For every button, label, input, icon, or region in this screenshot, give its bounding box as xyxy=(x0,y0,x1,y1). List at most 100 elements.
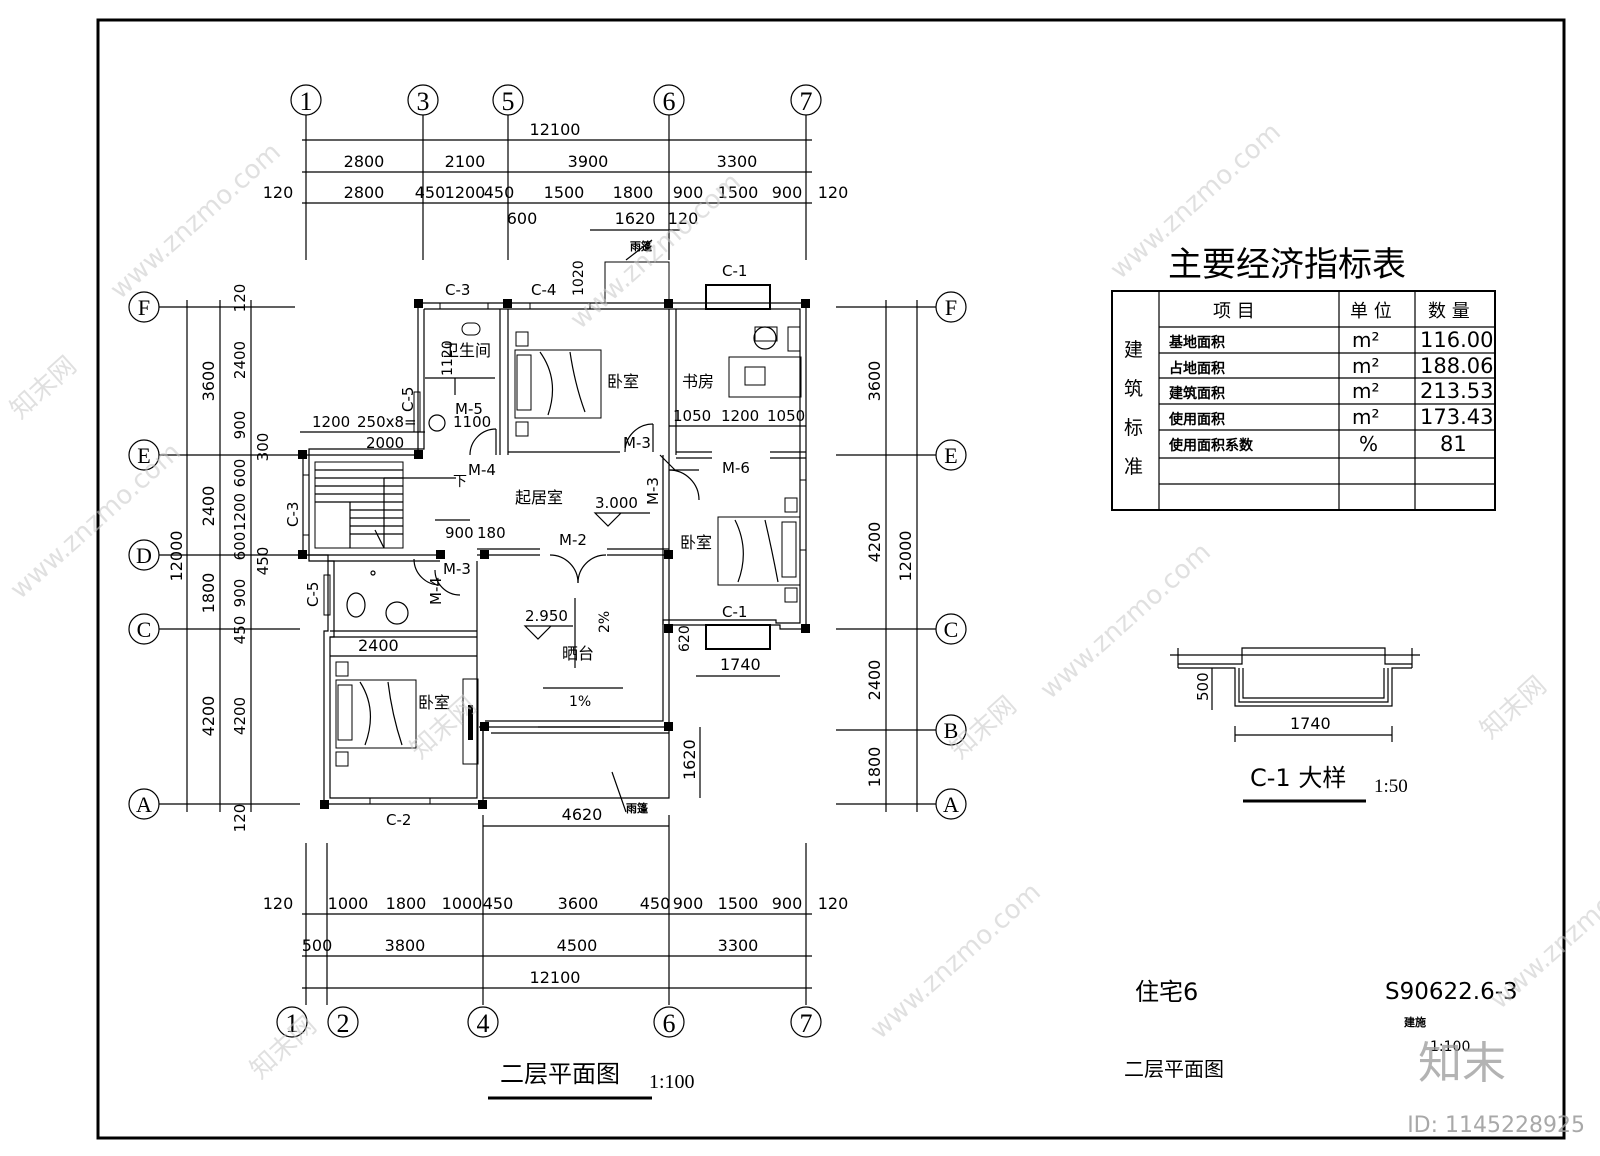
svg-text:2000: 2000 xyxy=(366,434,404,452)
svg-text:www.znzmo.com: www.znzmo.com xyxy=(5,437,187,605)
window-c3-label: C-3 xyxy=(445,281,470,299)
window-c5-bot-label: C-5 xyxy=(304,582,322,607)
room-living: 起居室 xyxy=(515,488,563,507)
sheet-border xyxy=(96,18,1566,1140)
svg-text:4500: 4500 xyxy=(557,936,598,955)
sheet-name: 二层平面图 xyxy=(1124,1057,1224,1081)
svg-text:C: C xyxy=(137,617,152,642)
axis-bubbles-right: F E C B A xyxy=(935,291,967,820)
axis-bubble-4-bottom: 4 xyxy=(467,1006,499,1038)
svg-text:m²: m² xyxy=(1352,379,1380,403)
windows xyxy=(302,261,807,805)
svg-text:C: C xyxy=(944,617,959,642)
table-row: 基地面积 m² 116.00 xyxy=(1169,328,1493,352)
table-row: 使用面积系数 % 81 xyxy=(1168,432,1467,456)
window-c1-top-label: C-1 xyxy=(722,262,747,280)
door-m3-c-label: M-3 xyxy=(443,560,471,578)
svg-text:900: 900 xyxy=(772,183,803,202)
svg-text:4620: 4620 xyxy=(562,805,603,824)
svg-text:1050: 1050 xyxy=(673,407,711,425)
svg-text:450: 450 xyxy=(483,894,514,913)
room-bathroom: 卫生间 xyxy=(443,341,491,360)
svg-text:1100: 1100 xyxy=(453,413,491,431)
svg-text:1740: 1740 xyxy=(720,655,761,674)
plan-scale: 1:100 xyxy=(649,1071,695,1093)
svg-text:600: 600 xyxy=(507,209,538,228)
axis-bubble-A-right: A xyxy=(935,788,967,820)
brand-logo: 知末 xyxy=(1418,1038,1506,1089)
svg-text:500: 500 xyxy=(302,936,333,955)
svg-text:1120: 1120 xyxy=(440,340,456,376)
svg-text:12000: 12000 xyxy=(896,531,915,582)
svg-text:3600: 3600 xyxy=(558,894,599,913)
svg-text:450: 450 xyxy=(254,547,272,576)
svg-text:81: 81 xyxy=(1440,432,1467,456)
c1-detail: 500 1740 C-1 大样 1:50 xyxy=(1170,647,1420,803)
window-c4-label: C-4 xyxy=(531,281,556,299)
elevation-living: 3.000 xyxy=(595,494,638,512)
header-item: 项 目 xyxy=(1213,301,1255,322)
dimensions-top: 12100 2800 2100 3900 3300 120 2800 450 1… xyxy=(263,115,849,260)
axis-bubble-E-right: E xyxy=(935,439,967,471)
door-m5-label: M-5 xyxy=(455,400,483,418)
svg-text:900: 900 xyxy=(673,894,704,913)
svg-text:2%: 2% xyxy=(597,611,613,633)
svg-text:雨篷: 雨篷 xyxy=(630,239,653,253)
svg-text:900: 900 xyxy=(231,411,249,440)
dimensions-bottom: 4620 120 1000 1800 1000 450 3600 450 900… xyxy=(263,805,848,1005)
room-balcony: 晒台 xyxy=(562,644,594,663)
doors xyxy=(413,423,700,596)
svg-text:3600: 3600 xyxy=(865,361,884,402)
svg-text:2: 2 xyxy=(337,1009,350,1038)
door-m6-label: M-6 xyxy=(722,459,750,477)
svg-text:900: 900 xyxy=(772,894,803,913)
header-quantity: 数 量 xyxy=(1428,301,1470,322)
building-walls xyxy=(298,299,810,809)
svg-text:4200: 4200 xyxy=(231,697,249,735)
svg-text:4: 4 xyxy=(477,1009,490,1038)
svg-text:m²: m² xyxy=(1352,354,1380,378)
svg-text:1%: 1% xyxy=(569,694,591,710)
svg-text:m²: m² xyxy=(1352,405,1380,429)
axis-bubble-C-right: C xyxy=(935,613,967,645)
window-c1-mid-label: C-1 xyxy=(722,603,747,621)
svg-text:E: E xyxy=(944,443,957,468)
svg-text:1200: 1200 xyxy=(445,183,486,202)
door-m4-label: M-4 xyxy=(468,461,496,479)
svg-text:620: 620 xyxy=(677,625,693,652)
svg-text:1020: 1020 xyxy=(571,260,587,296)
svg-text:4200: 4200 xyxy=(865,522,884,563)
svg-text:600: 600 xyxy=(231,459,249,488)
room-bedroom-north: 卧室 xyxy=(607,372,639,391)
svg-text:2400: 2400 xyxy=(358,636,399,655)
svg-text:建筑面积: 建筑面积 xyxy=(1169,385,1225,402)
svg-text:900: 900 xyxy=(231,579,249,608)
svg-text:使用面积: 使用面积 xyxy=(1168,411,1225,428)
svg-text:占地面积: 占地面积 xyxy=(1169,360,1225,377)
svg-text:3: 3 xyxy=(417,87,430,116)
table-row: 占地面积 m² 188.06 xyxy=(1169,354,1493,378)
door-m2-label: M-2 xyxy=(559,531,587,549)
svg-text:下: 下 xyxy=(453,474,467,490)
svg-text:基地面积: 基地面积 xyxy=(1169,334,1225,351)
svg-text:188.06: 188.06 xyxy=(1420,354,1493,378)
svg-text:7: 7 xyxy=(800,87,813,116)
svg-text:12100: 12100 xyxy=(530,968,581,987)
svg-text:12100: 12100 xyxy=(530,120,581,139)
dimensions-right: 3600 4200 2400 1800 12000 xyxy=(836,300,936,812)
title-block: 住宅6 S90622.6-3 二层平面图 建施 1:100 xyxy=(1124,978,1518,1081)
axis-bubble-6-bottom: 6 xyxy=(653,1006,685,1038)
svg-text:450: 450 xyxy=(231,616,249,645)
svg-text:120: 120 xyxy=(818,183,849,202)
svg-text:5: 5 xyxy=(502,87,515,116)
svg-text:准: 准 xyxy=(1124,456,1143,478)
svg-text:www.znzmo.com: www.znzmo.com xyxy=(105,137,287,305)
project-name: 住宅6 xyxy=(1135,978,1198,1006)
room-study: 书房 xyxy=(682,372,714,391)
svg-text:1800: 1800 xyxy=(386,894,427,913)
svg-text:3300: 3300 xyxy=(717,152,758,171)
svg-text:250x8=: 250x8= xyxy=(357,413,417,431)
svg-text:2400: 2400 xyxy=(865,660,884,701)
svg-text:www.znzmo.com: www.znzmo.com xyxy=(865,877,1047,1045)
axis-bubble-2-bottom: 2 xyxy=(327,1006,359,1038)
